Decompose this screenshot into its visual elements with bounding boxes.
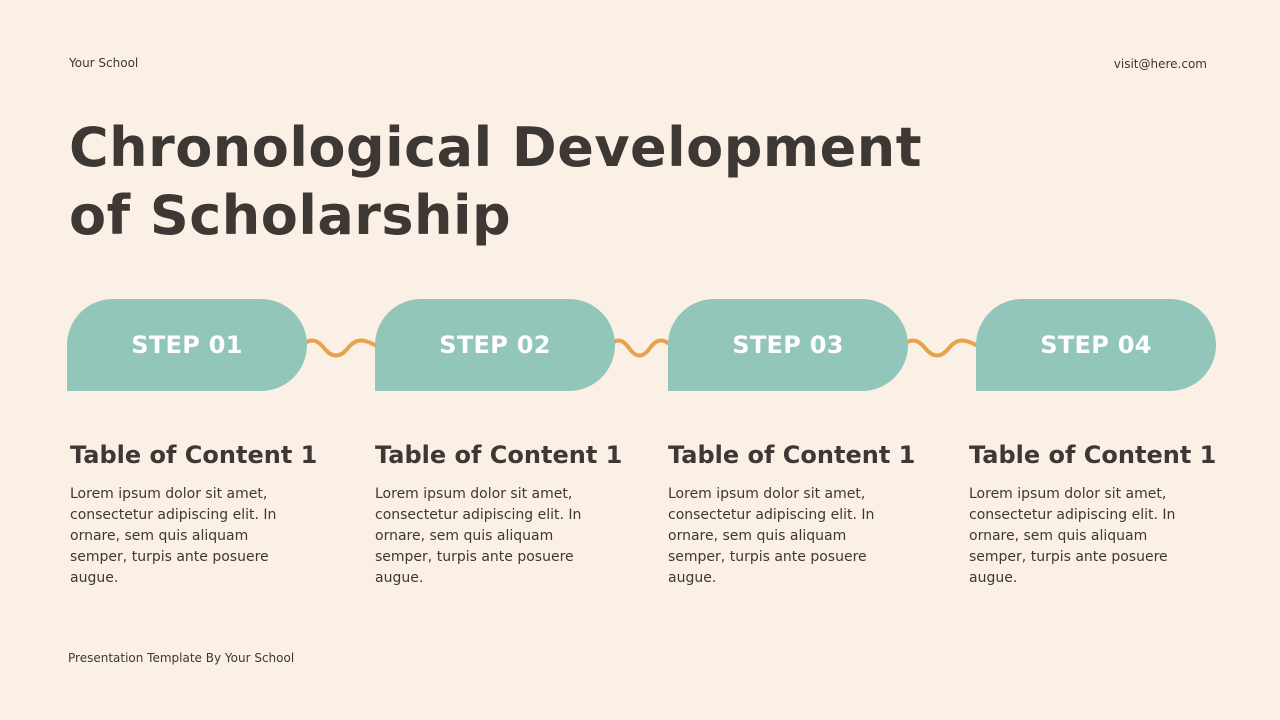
step-heading-1: Table of Content 1 [70, 441, 318, 469]
page-title-line-2: of Scholarship [69, 184, 512, 247]
step-label-4: STEP 04 [1040, 331, 1152, 359]
step-heading-3: Table of Content 1 [668, 441, 916, 469]
contact-email: visit@here.com [1113, 57, 1207, 71]
step-label-3: STEP 03 [732, 331, 844, 359]
wave-connector-2 [606, 338, 676, 358]
wave-connector-3 [899, 338, 983, 358]
step-label-1: STEP 01 [131, 331, 243, 359]
school-name: Your School [69, 56, 139, 70]
step-pill-4: STEP 04 [976, 299, 1216, 391]
step-pill-2: STEP 02 [375, 299, 615, 391]
footer-text: Presentation Template By Your School [68, 651, 295, 665]
step-body-1: Lorem ipsum dolor sit amet, consectetur … [70, 486, 277, 586]
step-pill-3: STEP 03 [668, 299, 908, 391]
page-title-line-1: Chronological Development [69, 116, 923, 179]
step-heading-4: Table of Content 1 [969, 441, 1217, 469]
wave-connector-1 [298, 338, 382, 358]
page-title: Chronological Development of Scholarship [69, 114, 922, 250]
step-heading-2: Table of Content 1 [375, 441, 623, 469]
step-label-2: STEP 02 [439, 331, 551, 359]
step-body-3: Lorem ipsum dolor sit amet, consectetur … [668, 486, 875, 586]
step-body-2: Lorem ipsum dolor sit amet, consectetur … [375, 486, 582, 586]
step-pill-1: STEP 01 [67, 299, 307, 391]
step-body-4: Lorem ipsum dolor sit amet, consectetur … [969, 486, 1176, 586]
